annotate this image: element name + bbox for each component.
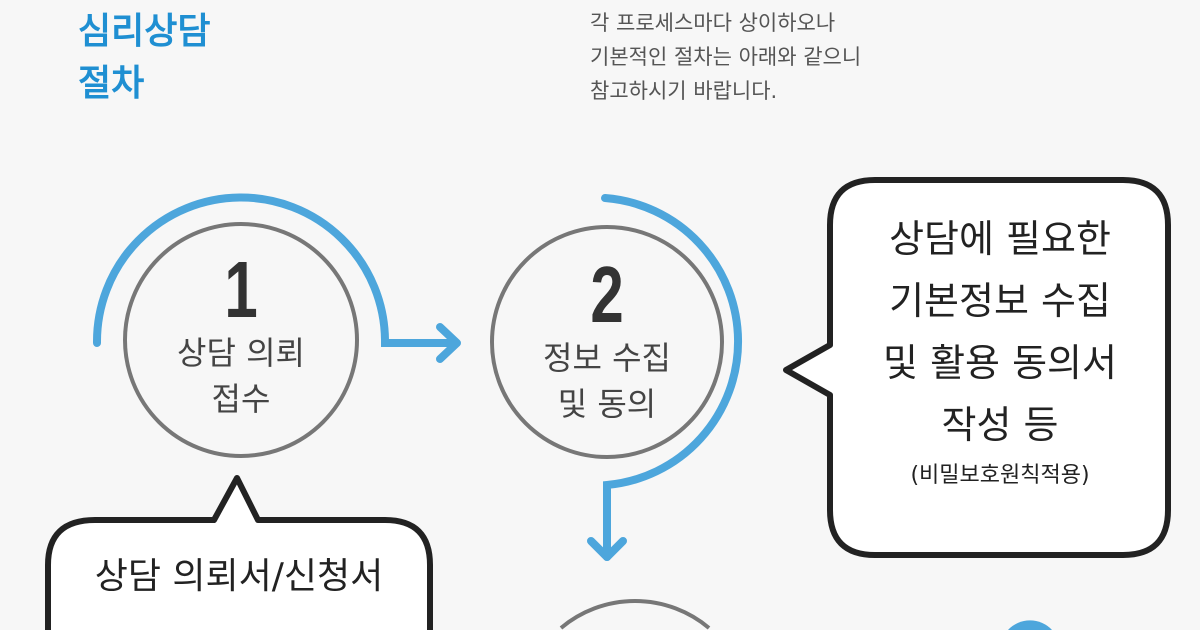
step-2-arc-arrow xyxy=(601,194,742,561)
speech-bubble-right xyxy=(783,177,1171,558)
bubble-line: 및 활용 동의서 xyxy=(883,341,1117,385)
bubble-step-2-text: 상담에 필요한 기본정보 수집 및 활용 동의서 작성 등 (비밀보호원칙적용) xyxy=(835,208,1165,496)
step-1-circle xyxy=(123,222,359,458)
bubble-step-1-text: 상담 의뢰서/신청서 xyxy=(50,546,428,608)
bubble-line: 상담 의뢰서/신청서 xyxy=(94,556,384,597)
step-1-arc-arrow xyxy=(92,193,460,347)
intro-line: 참고하시기 바랍니다. xyxy=(590,79,778,103)
page-title: 심리상담 절차 xyxy=(78,6,210,110)
step-3-accent xyxy=(1008,620,1052,630)
title-line: 심리상담 xyxy=(78,11,211,52)
step-2-label: 정보 수집 xyxy=(543,339,671,377)
intro-line: 각 프로세스마다 상이하오나 xyxy=(590,11,836,35)
bubble-note: (비밀보호원칙적용) xyxy=(910,463,1090,488)
step-2-number: 2 xyxy=(590,250,624,339)
step-2-circle xyxy=(490,225,724,459)
arrow-right-icon xyxy=(436,323,461,363)
step-2: 2 정보 수집 및 동의 xyxy=(507,255,707,427)
step-3-circle xyxy=(559,599,711,630)
speech-bubble-left xyxy=(48,478,430,630)
speech-bubble-left-outline xyxy=(45,475,433,630)
step-1-label: 접수 xyxy=(211,380,271,418)
step-1: 1 상담 의뢰 접수 xyxy=(141,250,341,422)
step-1-label: 상담 의뢰 xyxy=(177,334,305,372)
step-2-label: 및 동의 xyxy=(557,385,657,423)
bubble-line: 기본정보 수집 xyxy=(889,279,1111,323)
intro-text: 각 프로세스마다 상이하오나 기본적인 절차는 아래와 같으니 참고하시기 바랍… xyxy=(590,6,861,108)
arrow-down-icon xyxy=(587,537,627,561)
bubble-line: 작성 등 xyxy=(941,403,1059,447)
bubble-line: 상담에 필요한 xyxy=(889,217,1111,261)
title-line: 절차 xyxy=(78,63,145,104)
step-1-number: 1 xyxy=(224,245,258,334)
intro-line: 기본적인 절차는 아래와 같으니 xyxy=(590,45,862,69)
